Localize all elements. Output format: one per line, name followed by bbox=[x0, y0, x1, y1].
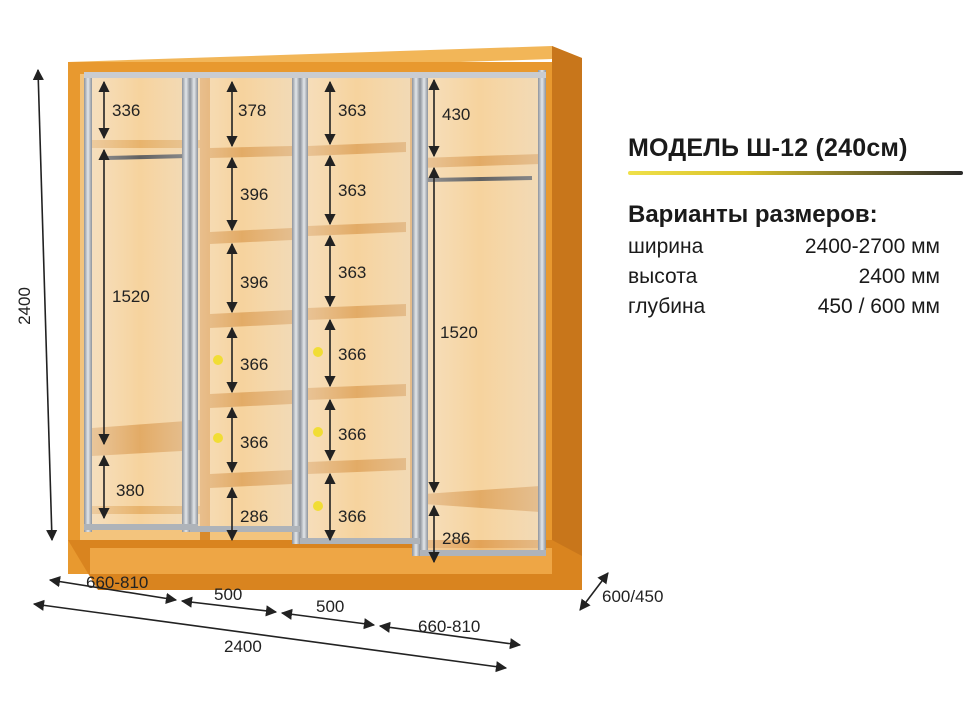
spec-label: высота bbox=[628, 265, 698, 288]
s2-dim-5: 366 bbox=[240, 433, 268, 452]
s1-dim-1: 336 bbox=[112, 101, 140, 120]
spec-row-width: ширина 2400-2700 мм bbox=[628, 235, 940, 259]
s2-dim-2: 396 bbox=[240, 185, 268, 204]
width-section-4-label: 660-810 bbox=[418, 617, 480, 636]
s2-dim-6: 286 bbox=[240, 507, 268, 526]
s3-dim-5: 366 bbox=[338, 425, 366, 444]
s3-dim-1: 363 bbox=[338, 101, 366, 120]
s1-dim-2: 1520 bbox=[112, 287, 150, 306]
s3-dim-4: 366 bbox=[338, 345, 366, 364]
specs-panel: МОДЕЛЬ Ш-12 (240см) Варианты размеров: ш… bbox=[628, 134, 963, 319]
spec-value: 450 / 600 мм bbox=[817, 295, 940, 318]
s4-dim-1: 430 bbox=[442, 105, 470, 124]
dimension-labels: 2400 660-810 500 500 660-810 2400 600/45… bbox=[15, 101, 663, 656]
s3-dim-3: 363 bbox=[338, 263, 366, 282]
title-underline bbox=[628, 171, 963, 175]
width-section-3-label: 500 bbox=[316, 597, 344, 616]
total-width-label: 2400 bbox=[224, 637, 262, 656]
spec-label: глубина bbox=[628, 295, 706, 318]
s4-dim-2: 1520 bbox=[440, 323, 478, 342]
dimension-lines bbox=[32, 68, 609, 673]
width-section-1-label: 660-810 bbox=[86, 573, 148, 592]
variants-heading: Варианты размеров: bbox=[628, 201, 878, 228]
spec-row-height: высота 2400 мм bbox=[628, 265, 940, 289]
accent-markers bbox=[213, 347, 323, 511]
spec-value: 2400-2700 мм bbox=[804, 235, 940, 258]
s4-dim-3: 286 bbox=[442, 529, 470, 548]
model-title: МОДЕЛЬ Ш-12 (240см) bbox=[628, 134, 908, 162]
s1-dim-3: 380 bbox=[116, 481, 144, 500]
width-section-2-label: 500 bbox=[214, 585, 242, 604]
s2-dim-1: 378 bbox=[238, 101, 266, 120]
s2-dim-4: 366 bbox=[240, 355, 268, 374]
depth-label: 600/450 bbox=[602, 587, 663, 606]
spec-label: ширина bbox=[628, 235, 704, 258]
s3-dim-2: 363 bbox=[338, 181, 366, 200]
total-height-label: 2400 bbox=[15, 287, 34, 325]
sliding-doors bbox=[84, 70, 546, 556]
s2-dim-3: 396 bbox=[240, 273, 268, 292]
spec-value: 2400 мм bbox=[858, 265, 940, 288]
s3-dim-6: 366 bbox=[338, 507, 366, 526]
spec-row-depth: глубина 450 / 600 мм bbox=[628, 295, 940, 319]
